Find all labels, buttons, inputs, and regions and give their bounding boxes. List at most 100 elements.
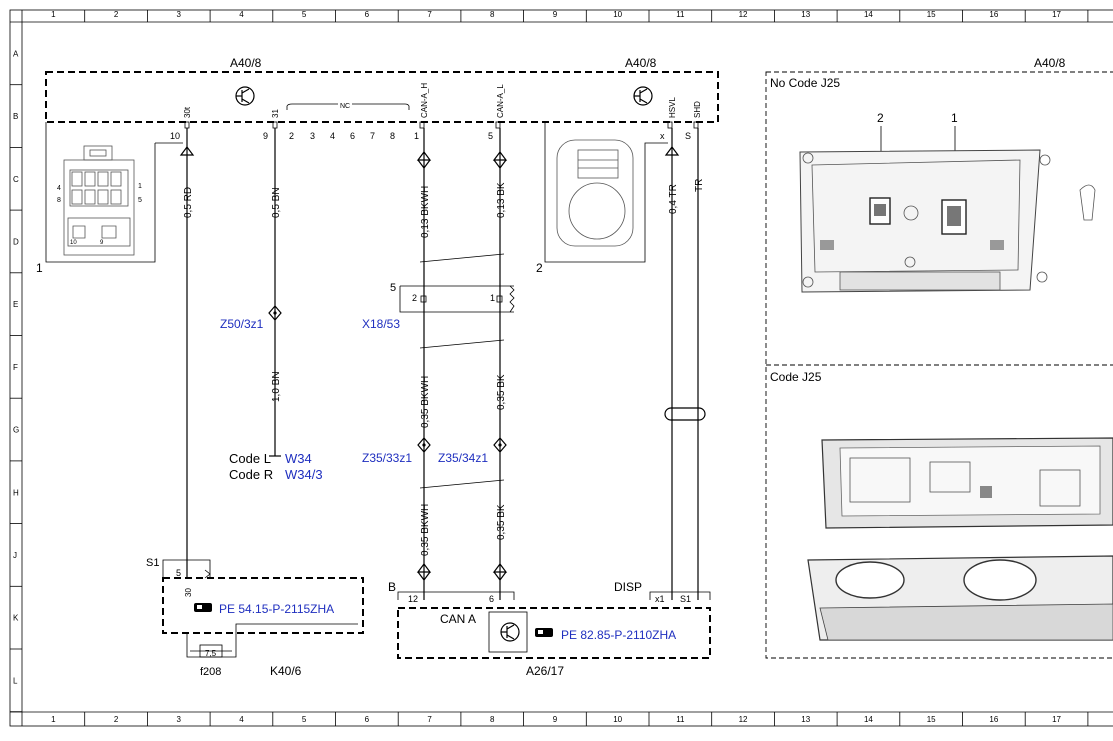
column-number: 10 <box>613 715 622 724</box>
cluster-photo-bottom <box>807 437 1113 641</box>
conn-label-1: 1 <box>138 183 142 190</box>
no-code-j25-label: No Code J25 <box>770 76 840 90</box>
a26-pin-x1: x1 <box>655 594 665 604</box>
conn-label-4: 4 <box>57 185 61 192</box>
column-number: 9 <box>553 10 558 19</box>
wire-rd-label: 0,5 RD <box>183 187 194 218</box>
splice-z35-33-label: Z35/33z1 <box>362 451 412 465</box>
f208-label: f208 <box>200 666 221 678</box>
shield-twist <box>664 407 706 421</box>
column-number: 13 <box>801 10 810 19</box>
row-letter: B <box>13 112 18 121</box>
column-number: 2 <box>114 715 119 724</box>
pin-num-x: x <box>660 131 665 141</box>
column-number: 15 <box>927 715 936 724</box>
row-letter: G <box>13 426 19 435</box>
can-a-label: CAN A <box>440 612 476 626</box>
conn-label-9: 9 <box>100 240 104 246</box>
column-number: 16 <box>989 10 998 19</box>
row-letter: E <box>13 300 18 309</box>
column-number: 1 <box>51 715 56 724</box>
wire-bk3-label: 0,35 BK <box>496 504 507 540</box>
x18-53-link[interactable]: X18/53 <box>362 317 400 331</box>
connector-2-outline <box>544 122 668 263</box>
k40-6-label: K40/6 <box>270 664 302 678</box>
transistor-icon-mid <box>633 86 653 106</box>
w34-link[interactable]: W34 <box>285 451 312 466</box>
wire-bk1-label: 0,13 BK <box>496 182 507 218</box>
a26-pin-s1: S1 <box>680 594 691 604</box>
column-number: 11 <box>676 715 685 724</box>
k40-pin-5: 5 <box>176 568 181 578</box>
pe-link-left[interactable]: PE 54.15-P-2115ZHA <box>219 602 334 616</box>
connector-2-drawing <box>556 139 634 247</box>
item-2-label: 2 <box>536 261 543 275</box>
pin-can-h: CAN-A_H <box>420 83 429 118</box>
column-number: 11 <box>676 10 685 19</box>
pin-num-6: 6 <box>350 131 355 141</box>
column-number: 4 <box>239 10 244 19</box>
row-letter: C <box>13 175 19 184</box>
row-letter: K <box>13 614 19 623</box>
wire-bkwh3-label: 0,35 BKWH <box>420 504 431 556</box>
column-number: 15 <box>927 10 936 19</box>
a26-17-label: A26/17 <box>526 664 564 678</box>
conn-label-5: 5 <box>138 197 142 204</box>
k40-6-housing <box>162 577 364 634</box>
pe-link-right[interactable]: PE 82.85-P-2110ZHA <box>561 628 676 642</box>
column-number: 8 <box>490 715 495 724</box>
x18-pin-2: 2 <box>412 293 417 303</box>
a40-8-label-mid: A40/8 <box>625 56 657 70</box>
nc-label: NC <box>340 103 350 110</box>
connector-1-drawing <box>63 145 135 256</box>
column-number: 10 <box>613 10 622 19</box>
column-number: 12 <box>739 715 748 724</box>
s1-left-label: S1 <box>146 557 159 569</box>
column-number: 5 <box>302 715 307 724</box>
pin-num-4: 4 <box>330 131 335 141</box>
row-letter: D <box>13 237 19 246</box>
column-number: 9 <box>553 715 558 724</box>
column-number: 14 <box>864 10 873 19</box>
a26-pin-6: 6 <box>489 594 494 604</box>
conn-label-8: 8 <box>57 197 61 204</box>
code-l-label: Code L <box>229 451 271 466</box>
code-j25-label: Code J25 <box>770 370 822 384</box>
k40-pin-30: 30 <box>184 588 193 597</box>
transistor-icon-left <box>235 86 255 106</box>
column-number: 3 <box>177 10 182 19</box>
row-letter: L <box>13 676 18 685</box>
code-r-label: Code R <box>229 467 273 482</box>
wire-bn2-label: 1,0 BN <box>271 371 282 402</box>
column-number: 2 <box>114 10 119 19</box>
pin-num-9: 9 <box>263 131 268 141</box>
a40-8-label-right: A40/8 <box>1034 56 1066 70</box>
disp-label: DISP <box>614 580 642 594</box>
column-number: 16 <box>989 715 998 724</box>
wire-tr2-label: TR <box>694 179 705 192</box>
pin-num-s: S <box>685 131 691 141</box>
column-number: 17 <box>1052 715 1061 724</box>
conn-label-10: 10 <box>70 240 77 246</box>
item-5-label: 5 <box>390 282 396 294</box>
column-number: 3 <box>177 715 182 724</box>
wire-tr1-label: 0,4 TR <box>668 184 679 214</box>
column-number: 6 <box>365 715 370 724</box>
column-number: 4 <box>239 715 244 724</box>
splice-z35-33-icon <box>417 437 431 453</box>
item-1-label: 1 <box>36 261 43 275</box>
row-letter: J <box>13 551 17 560</box>
pin-num-8: 8 <box>390 131 395 141</box>
pin-num-3: 3 <box>310 131 315 141</box>
fuse-rating: 7,5 <box>205 649 217 658</box>
pin-30t: 30t <box>183 106 192 118</box>
drawing-frame <box>9 9 1113 727</box>
column-number: 6 <box>365 10 370 19</box>
a26-17-housing <box>397 607 711 659</box>
column-number: 12 <box>739 10 748 19</box>
pin-num-1: 1 <box>414 131 419 141</box>
a26-pin-12: 12 <box>408 594 418 604</box>
w34-3-link[interactable]: W34/3 <box>285 467 323 482</box>
pointer-hand-icon-left <box>194 603 212 612</box>
